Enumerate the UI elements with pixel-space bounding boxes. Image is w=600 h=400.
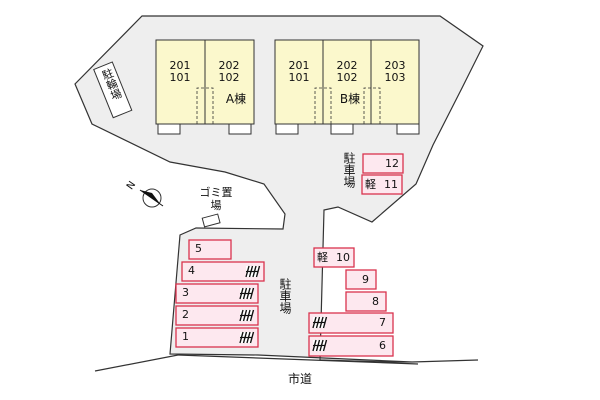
parking-slot-kei: 軽 [365, 178, 376, 191]
unit-b2-lower: 102 [336, 71, 358, 84]
parking-slot-number: 7 [379, 316, 386, 329]
road-line-right [411, 359, 479, 363]
hatched-mark-icon [245, 265, 261, 278]
bicycle-parking [93, 61, 133, 119]
parking-slot-number: 11 [384, 178, 398, 191]
parking-label-top: 駐車場 [342, 152, 356, 188]
parking-slot-number: 6 [379, 339, 386, 352]
parking-slot [361, 174, 403, 195]
unit-b1-upper: 201 [288, 59, 310, 72]
parking-slot-number: 1 [182, 330, 189, 343]
parking-slot [175, 283, 259, 304]
parking-label-center: 駐車場 [278, 278, 292, 314]
hatched-mark-icon [239, 331, 255, 344]
unit-b3-lower: 103 [384, 71, 406, 84]
unit-a2-upper: 202 [218, 59, 240, 72]
parking-slot [175, 327, 259, 348]
garbage-label: ゴミ置場 [199, 186, 233, 212]
parking-slot [175, 305, 259, 326]
hatched-mark-icon [239, 309, 255, 322]
unit-b3-upper: 203 [384, 59, 406, 72]
parking-slot-number: 8 [372, 295, 379, 308]
parking-slot-number: 4 [188, 264, 195, 277]
parking-slot [188, 239, 232, 260]
parking-left-group [175, 239, 265, 348]
building-b [274, 39, 420, 135]
road-line-left [94, 354, 179, 372]
unit-a1-upper: 201 [169, 59, 191, 72]
parking-slot [313, 247, 355, 268]
unit-b2-upper: 202 [336, 59, 358, 72]
hatched-mark-icon [312, 316, 328, 329]
road-label: 市道 [287, 372, 312, 386]
building-b-name: B棟 [339, 92, 361, 106]
building-a [155, 39, 255, 135]
parking-slot [308, 312, 394, 334]
road-line-main [177, 354, 419, 365]
unit-b1-lower: 101 [288, 71, 310, 84]
parking-slot-number: 10 [336, 251, 350, 264]
hatched-mark-icon [312, 339, 328, 352]
parking-slot [345, 291, 387, 312]
parking-slot [308, 335, 394, 357]
parking-slot [345, 269, 377, 290]
parking-slot-number: 3 [182, 286, 189, 299]
garbage-box [201, 213, 221, 228]
hatched-mark-icon [239, 287, 255, 300]
unit-a2-lower: 102 [218, 71, 240, 84]
unit-a1-lower: 101 [169, 71, 191, 84]
parking-slot [362, 153, 404, 174]
parking-slot-number: 5 [195, 242, 202, 255]
parking-slot-number: 2 [182, 308, 189, 321]
building-a-name: A棟 [225, 92, 247, 106]
north-arrow-icon [139, 188, 164, 208]
parking-slot-number: 12 [385, 157, 399, 170]
parking-right-group [308, 247, 394, 357]
parking-slot-kei: 軽 [317, 251, 328, 264]
parking-slot [181, 261, 265, 282]
parking-top-group [361, 153, 404, 195]
parking-slot-number: 9 [362, 273, 369, 286]
